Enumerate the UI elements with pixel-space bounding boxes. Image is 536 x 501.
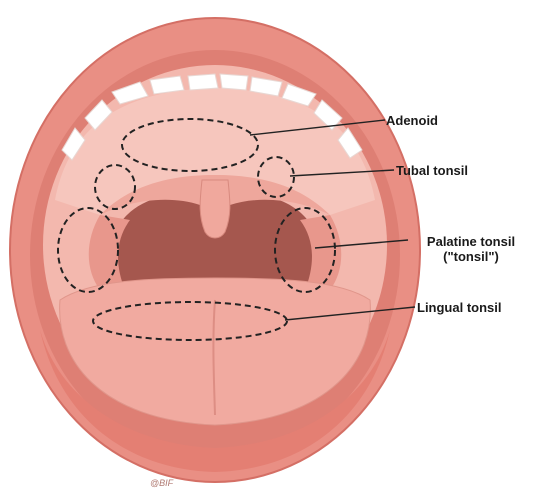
uvula [200,180,230,238]
illustration-credit: @BIF [150,478,173,488]
tubal-tonsil-label: Tubal tonsil [396,163,468,178]
adenoid-label: Adenoid [386,113,438,128]
palatine-tonsil-label-line1: Palatine tonsil [410,234,532,249]
lingual-tonsil-label: Lingual tonsil [417,300,502,315]
palatine-tonsil-label: Palatine tonsil ("tonsil") [410,234,532,264]
palatine-tonsil-label-line2: ("tonsil") [410,249,532,264]
